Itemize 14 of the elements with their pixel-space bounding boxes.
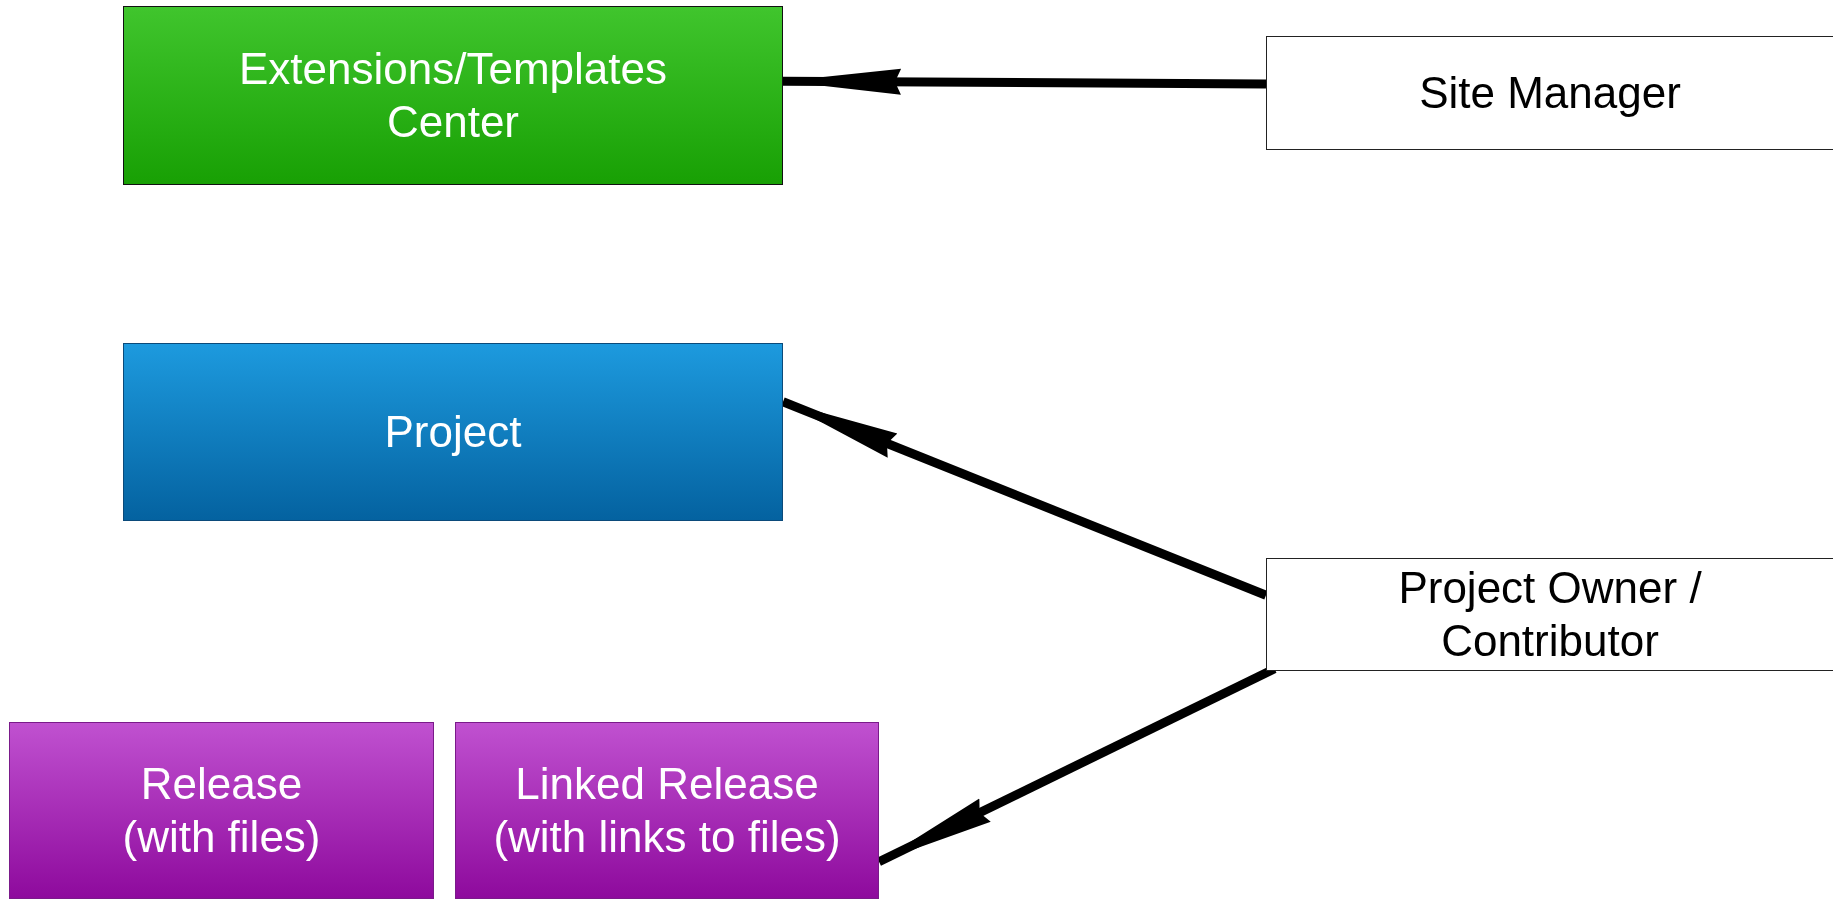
box-label: Site Manager [1419, 66, 1681, 119]
arrow [781, 397, 1268, 600]
box-label: Linked Release (with links to files) [492, 757, 842, 863]
process-box [9, 722, 434, 899]
box-label: Extensions/Templates Center [238, 42, 668, 148]
process-box [455, 722, 879, 899]
process-box [1266, 558, 1833, 671]
box-label: Release (with files) [121, 757, 322, 863]
process-box [123, 343, 783, 521]
box-label: Project Owner / Contributor [1397, 561, 1703, 667]
box-label: Project [384, 405, 522, 458]
process-box [1266, 36, 1833, 150]
arrow [782, 68, 1267, 95]
process-box [123, 6, 783, 185]
